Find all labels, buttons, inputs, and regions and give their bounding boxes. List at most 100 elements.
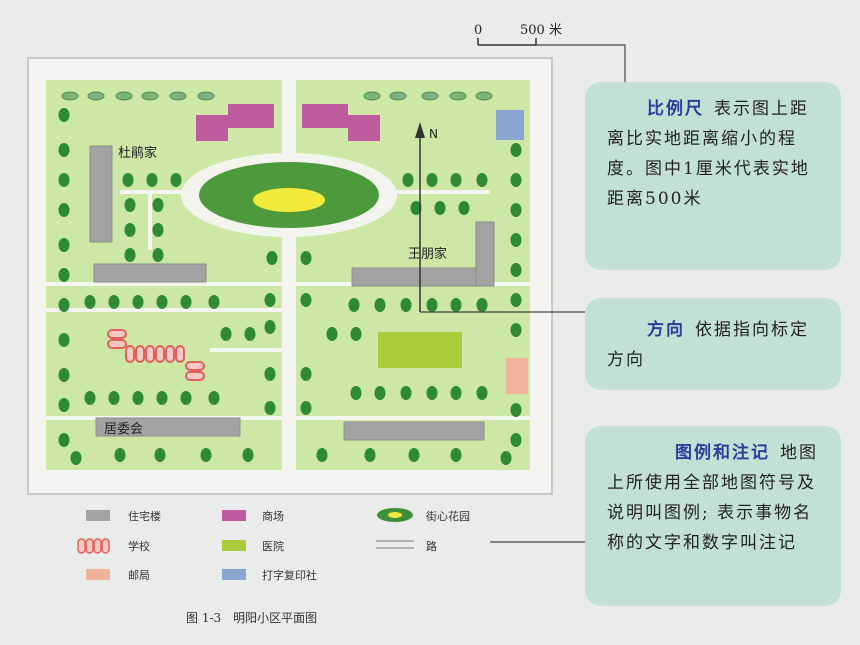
tree: [58, 143, 70, 157]
tree: [108, 391, 120, 405]
legend-label-post-office: 邮局: [128, 569, 150, 582]
legend: 住宅楼 商场 街心花园 学校 医院 路 邮局 打字复印社: [77, 508, 470, 582]
legend-label-print-shop: 打字复印社: [262, 568, 317, 582]
hedge: [475, 91, 493, 101]
shopping-malls: [196, 104, 380, 141]
tree: [58, 173, 70, 187]
legend-icon-street-garden: [377, 508, 413, 522]
callout-direction-keyword: 方向: [647, 320, 685, 340]
tree: [264, 293, 276, 307]
legend-icon-print-shop: [222, 569, 246, 580]
residential-buildings: [89, 145, 495, 441]
tree: [510, 203, 522, 217]
tree: [58, 368, 70, 382]
tree: [450, 448, 462, 462]
tree: [510, 403, 522, 417]
tree: [458, 201, 470, 215]
legend-label-school: 学校: [128, 539, 150, 553]
hedge: [61, 91, 79, 101]
tree: [58, 203, 70, 217]
tree: [84, 391, 96, 405]
hedge: [115, 91, 133, 101]
scale-zero: 0: [474, 23, 482, 38]
tree: [300, 293, 312, 307]
tree: [510, 233, 522, 247]
tree: [510, 143, 522, 157]
tree: [434, 201, 446, 215]
leader-lines: [420, 44, 626, 543]
tree: [152, 198, 164, 212]
callout-scale-text: 表示图上距离比实地距离缩小的程度。图中1厘米代表实地距离500米: [607, 99, 810, 209]
callout-legend: 图例和注记地图上所使用全部地图符号及说明叫图例; 表示事物名称的文字和数字叫注记: [585, 426, 841, 606]
north-arrow: N: [415, 122, 438, 312]
street-garden: [181, 153, 397, 237]
legend-label-shopping-mall: 商场: [262, 509, 284, 523]
tree: [170, 173, 182, 187]
tree: [426, 173, 438, 187]
tree: [84, 295, 96, 309]
place-label-committee: 居委会: [104, 422, 143, 437]
callout-direction: 方向依据指向标定方向: [585, 298, 841, 390]
tree: [326, 327, 338, 341]
tree: [426, 386, 438, 400]
hedge: [141, 91, 159, 101]
tree: [374, 386, 386, 400]
tree: [154, 448, 166, 462]
tree: [350, 386, 362, 400]
tree: [350, 327, 362, 341]
tree: [408, 448, 420, 462]
legend-label-hospital: 医院: [262, 539, 284, 553]
tree: [510, 323, 522, 337]
tree: [402, 173, 414, 187]
tree: [410, 201, 422, 215]
tree: [180, 295, 192, 309]
tree: [122, 173, 134, 187]
tree: [400, 386, 412, 400]
tree: [146, 173, 158, 187]
tree: [450, 298, 462, 312]
print-shop: [496, 110, 524, 140]
tree: [108, 295, 120, 309]
tree: [510, 173, 522, 187]
callout-scale: 比例尺表示图上距离比实地距离缩小的程度。图中1厘米代表实地距离500米: [585, 82, 841, 270]
legend-label-street-garden: 街心花园: [426, 509, 470, 523]
hedge: [87, 91, 105, 101]
post-office: [506, 358, 528, 394]
hedge: [449, 91, 467, 101]
tree: [450, 386, 462, 400]
school: [107, 329, 205, 381]
legend-icon-road: [376, 540, 414, 549]
tree: [510, 293, 522, 307]
legend-label-road: 路: [426, 540, 437, 553]
tree: [266, 251, 278, 265]
tree: [208, 295, 220, 309]
tree: [242, 448, 254, 462]
legend-icon-shopping-mall: [222, 510, 246, 521]
hedge: [363, 91, 381, 101]
tree: [58, 298, 70, 312]
callout-scale-keyword: 比例尺: [647, 99, 704, 119]
north-label: N: [429, 127, 438, 141]
tree: [152, 248, 164, 262]
legend-icon-post-office: [86, 569, 110, 580]
tree: [510, 433, 522, 447]
tree: [476, 298, 488, 312]
tree: [132, 295, 144, 309]
scale-bar: 0 500 米: [474, 23, 562, 46]
hospital: [378, 332, 462, 368]
tree: [300, 251, 312, 265]
callout-legend-keyword: 图例和注记: [675, 443, 770, 463]
callout-legend-text: 地图上所使用全部地图符号及说明叫图例; 表示事物名称的文字和数字叫注记: [607, 443, 818, 553]
tree: [300, 367, 312, 381]
place-label-du: 杜鹃家: [118, 145, 157, 161]
tree: [364, 448, 376, 462]
tree: [58, 238, 70, 252]
tree: [58, 333, 70, 347]
tree: [58, 398, 70, 412]
tree: [316, 448, 328, 462]
tree: [152, 223, 164, 237]
hedge: [421, 91, 439, 101]
tree: [264, 367, 276, 381]
tree: [58, 268, 70, 282]
